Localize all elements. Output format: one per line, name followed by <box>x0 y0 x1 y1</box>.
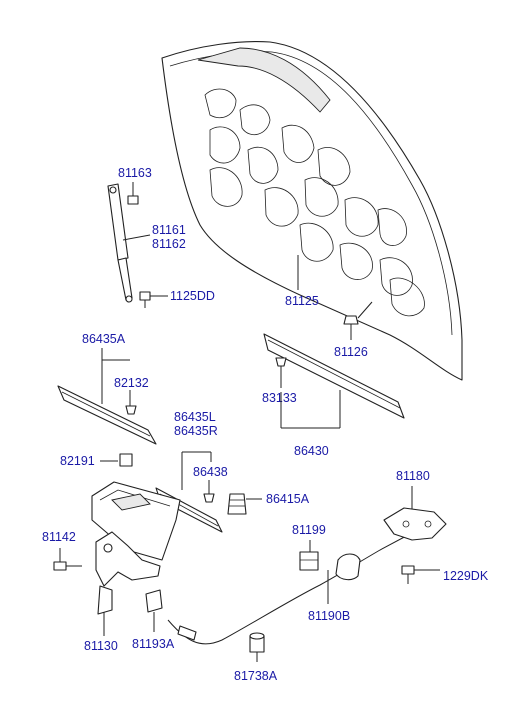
part-label-86438[interactable]: 86438 <box>193 465 228 479</box>
part-label-81163[interactable]: 81163 <box>118 166 152 180</box>
hood-bumper-stop[interactable] <box>227 493 262 515</box>
weatherstrip-left[interactable] <box>57 385 157 445</box>
hood-clip-part[interactable] <box>343 301 373 340</box>
strut-mount-bolt[interactable] <box>139 291 168 308</box>
part-label-81126[interactable]: 81126 <box>334 345 368 359</box>
cable-end-81738A[interactable] <box>249 632 265 662</box>
part-label-81161[interactable]: 81161 <box>152 223 186 237</box>
weatherstrip-front[interactable] <box>263 333 405 419</box>
part-label-86435A[interactable]: 86435A <box>82 332 126 346</box>
weatherstrip-clip-83133[interactable] <box>275 357 287 388</box>
part-label-81199[interactable]: 81199 <box>292 523 326 537</box>
latch-bolt-81142[interactable] <box>53 548 82 571</box>
part-label-82132[interactable]: 82132 <box>114 376 149 390</box>
part-label-81125[interactable]: 81125 <box>285 294 319 308</box>
strut-leader-line <box>122 234 151 241</box>
hood-release-cable[interactable] <box>167 533 411 645</box>
hood-latch-assembly[interactable] <box>91 481 181 615</box>
hood-panel[interactable] <box>161 41 463 381</box>
part-label-81190B[interactable]: 81190B <box>308 609 350 623</box>
part-label-86435R[interactable]: 86435R <box>174 424 218 438</box>
part-label-86435L[interactable]: 86435L <box>174 410 216 424</box>
weatherstrip-clip-82132[interactable] <box>125 390 137 415</box>
part-label-82191[interactable]: 82191 <box>60 454 95 468</box>
clip-86438[interactable] <box>203 480 215 503</box>
part-label-86430[interactable]: 86430 <box>294 444 329 458</box>
cable-clip-81193A[interactable] <box>145 589 163 632</box>
hood-lift-strut[interactable] <box>107 183 133 303</box>
part-label-86415A[interactable]: 86415A <box>266 492 310 506</box>
part-label-81130[interactable]: 81130 <box>84 639 118 653</box>
handle-bolt-1229DK[interactable] <box>401 565 440 584</box>
release-handle-81180[interactable] <box>383 507 447 541</box>
clip-82191[interactable] <box>100 453 133 467</box>
part-label-81193A[interactable]: 81193A <box>132 637 175 651</box>
part-label-81142[interactable]: 81142 <box>42 530 76 544</box>
strut-bolt-part[interactable] <box>127 182 139 205</box>
part-label-81162[interactable]: 81162 <box>152 237 186 251</box>
part-label-1229DK[interactable]: 1229DK <box>443 569 489 583</box>
part-label-1125DD[interactable]: 1125DD <box>170 289 215 303</box>
part-label-81738A[interactable]: 81738A <box>234 669 278 683</box>
part-label-81180[interactable]: 81180 <box>396 469 430 483</box>
part-label-83133[interactable]: 83133 <box>262 391 297 405</box>
cable-grommet-81199[interactable] <box>299 540 319 571</box>
